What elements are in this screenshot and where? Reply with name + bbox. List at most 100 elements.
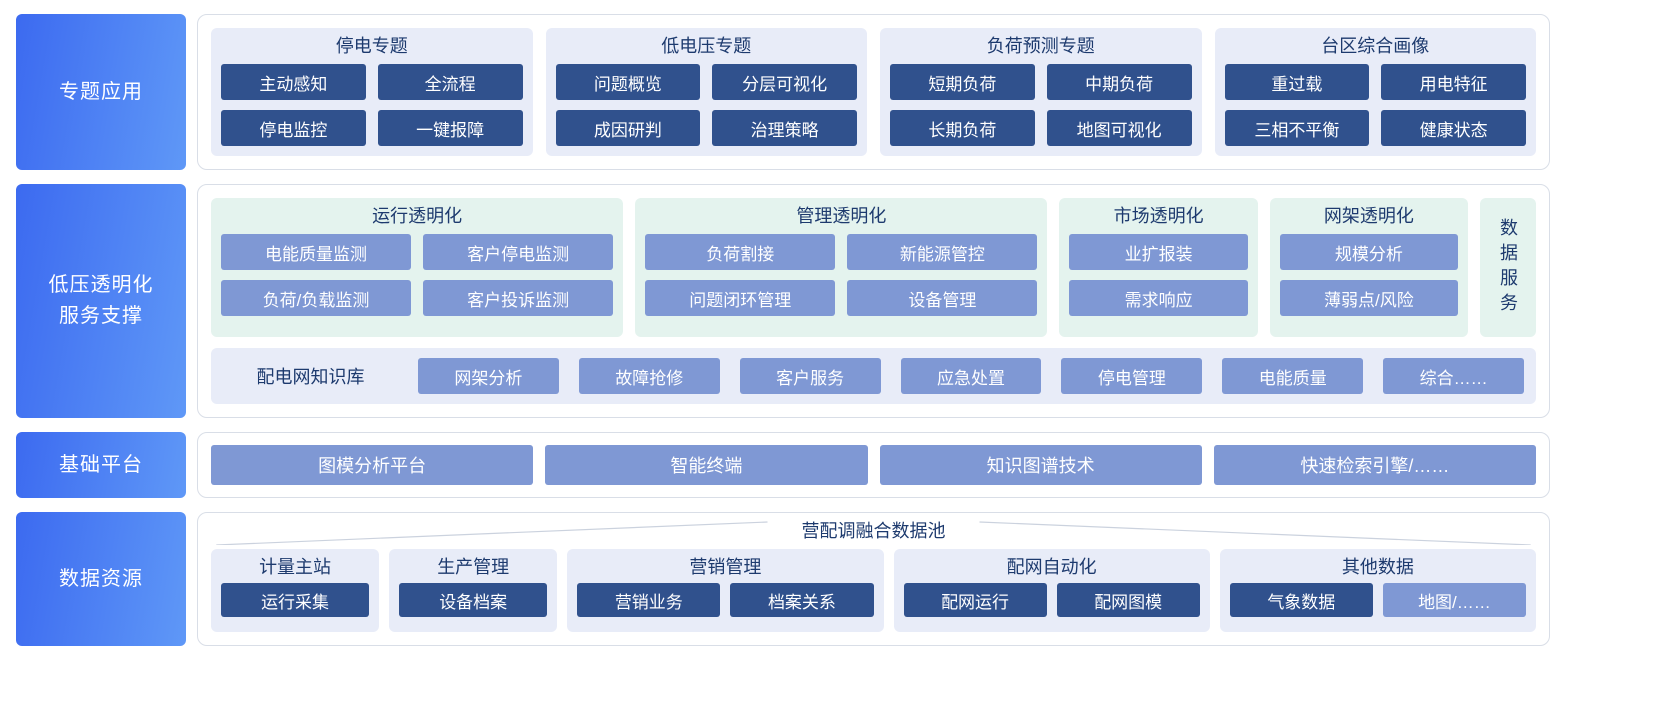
data-panel-marketing: 营销管理 营销业务 档案关系 bbox=[567, 549, 884, 632]
block-button: 客户停电监测 bbox=[423, 234, 614, 270]
data-service-panel: 数据服务 bbox=[1480, 198, 1536, 337]
block-button: 客户服务 bbox=[739, 358, 881, 394]
transparency-panel-management: 管理透明化 负荷割接 新能源管控 问题闭环管理 设备管理 bbox=[635, 198, 1048, 337]
block-button: 三相不平衡 bbox=[1224, 110, 1370, 146]
data-panel-production: 生产管理 设备档案 bbox=[389, 549, 558, 632]
panel-buttons: 配网运行 配网图模 bbox=[903, 583, 1200, 622]
platform-block: 图模分析平台 bbox=[211, 445, 534, 485]
funnel-lines bbox=[211, 519, 1536, 545]
section-platform: 图模分析平台 智能终端 知识图谱技术 快速检索引擎/…… bbox=[197, 432, 1550, 498]
block-button: 规模分析 bbox=[1279, 234, 1458, 270]
topic-panel-low-voltage: 低电压专题 问题概览 分层可视化 成因研判 治理策略 bbox=[545, 28, 867, 156]
panel-title: 营销管理 bbox=[689, 557, 762, 577]
block-button: 营销业务 bbox=[577, 583, 721, 617]
section-data-resources: 营配调融合数据池 计量主站 运行采集 生产管理 设备档案 营销管理 营销业务 档… bbox=[197, 512, 1550, 646]
block-button: 薄弱点/风险 bbox=[1279, 280, 1458, 316]
section-topic-apps: 停电专题 主动感知 全流程 停电监控 一键报障 低电压专题 问题概览 分层可视化… bbox=[197, 14, 1550, 170]
panel-buttons: 营销业务 档案关系 bbox=[577, 583, 874, 622]
block-button: 故障抢修 bbox=[578, 358, 720, 394]
block-button: 网架分析 bbox=[418, 358, 559, 394]
panel-buttons: 重过载 用电特征 三相不平衡 健康状态 bbox=[1224, 64, 1526, 146]
data-source-panels: 计量主站 运行采集 生产管理 设备档案 营销管理 营销业务 档案关系 配网 bbox=[211, 549, 1536, 632]
block-button: 需求响应 bbox=[1069, 280, 1248, 316]
panel-title: 负荷预测专题 bbox=[986, 36, 1095, 56]
block-button: 设备档案 bbox=[399, 583, 548, 617]
block-button: 成因研判 bbox=[555, 110, 701, 146]
block-button: 用电特征 bbox=[1381, 64, 1526, 100]
block-button: 电能质量 bbox=[1222, 358, 1364, 394]
panel-buttons: 业扩报装 需求响应 bbox=[1069, 234, 1248, 316]
data-panel-distribution-automation: 配网自动化 配网运行 配网图模 bbox=[893, 549, 1210, 632]
transparency-panel-grid: 网架透明化 规模分析 薄弱点/风险 bbox=[1269, 198, 1468, 337]
architecture-diagram: 专题应用 停电专题 主动感知 全流程 停电监控 一键报障 低电压专题 问题概览 … bbox=[16, 14, 1550, 646]
platform-block: 智能终端 bbox=[545, 445, 868, 485]
block-button: 设备管理 bbox=[847, 280, 1038, 316]
block-button: 电能质量监测 bbox=[221, 234, 412, 270]
transparency-panel-market: 市场透明化 业扩报装 需求响应 bbox=[1059, 198, 1258, 337]
transparency-panel-operation: 运行透明化 电能质量监测 客户停电监测 负荷/负载监测 客户投诉监测 bbox=[211, 198, 624, 337]
block-button: 停电监控 bbox=[221, 110, 366, 146]
section-transparency: 运行透明化 电能质量监测 客户停电监测 负荷/负载监测 客户投诉监测 管理透明化… bbox=[197, 184, 1550, 418]
panel-buttons: 运行采集 bbox=[221, 583, 370, 622]
data-panel-other: 其他数据 气象数据 地图/…… bbox=[1219, 549, 1536, 632]
block-button: 地图/…… bbox=[1382, 583, 1526, 617]
panel-title: 市场透明化 bbox=[1113, 206, 1204, 226]
sidebar-item-topic-apps: 专题应用 bbox=[16, 14, 186, 170]
block-button: 问题概览 bbox=[555, 64, 701, 100]
block-button: 运行采集 bbox=[221, 583, 370, 617]
block-button: 应急处置 bbox=[900, 358, 1042, 394]
panel-buttons: 短期负荷 中期负荷 长期负荷 地图可视化 bbox=[890, 64, 1192, 146]
block-button: 业扩报装 bbox=[1069, 234, 1248, 270]
block-button: 治理策略 bbox=[712, 110, 857, 146]
topic-panel-outage: 停电专题 主动感知 全流程 停电监控 一键报障 bbox=[211, 28, 533, 156]
panel-buttons: 电能质量监测 客户停电监测 负荷/负载监测 客户投诉监测 bbox=[221, 234, 614, 316]
panel-title: 低电压专题 bbox=[661, 36, 752, 56]
block-button: 负荷割接 bbox=[645, 234, 836, 270]
panel-buttons: 负荷割接 新能源管控 问题闭环管理 设备管理 bbox=[645, 234, 1038, 316]
block-button: 综合…… bbox=[1383, 358, 1525, 394]
block-button: 档案关系 bbox=[730, 583, 874, 617]
block-button: 新能源管控 bbox=[847, 234, 1038, 270]
panel-buttons: 气象数据 地图/…… bbox=[1229, 583, 1526, 622]
sidebar-item-lv-transparency: 低压透明化 服务支撑 bbox=[16, 184, 186, 418]
panel-title: 运行透明化 bbox=[372, 206, 463, 226]
block-button: 配网运行 bbox=[903, 583, 1047, 617]
data-panel-metering: 计量主站 运行采集 bbox=[211, 549, 380, 632]
sidebar-item-data-resources: 数据资源 bbox=[16, 512, 186, 646]
block-button: 健康状态 bbox=[1381, 110, 1526, 146]
block-button: 中期负荷 bbox=[1046, 64, 1192, 100]
data-pool-funnel: 营配调融合数据池 bbox=[211, 519, 1536, 545]
block-button: 主动感知 bbox=[221, 64, 366, 100]
block-button: 重过载 bbox=[1224, 64, 1370, 100]
block-button: 分层可视化 bbox=[712, 64, 857, 100]
block-button: 短期负荷 bbox=[890, 64, 1035, 100]
block-button: 客户投诉监测 bbox=[423, 280, 614, 316]
block-button: 问题闭环管理 bbox=[645, 280, 836, 316]
knowledge-base-label: 配电网知识库 bbox=[256, 367, 365, 387]
platform-block: 快速检索引擎/…… bbox=[1213, 445, 1536, 485]
block-button: 一键报障 bbox=[377, 110, 523, 146]
block-button: 配网图模 bbox=[1056, 583, 1200, 617]
block-button: 地图可视化 bbox=[1046, 110, 1192, 146]
panel-title: 台区综合画像 bbox=[1321, 36, 1430, 56]
block-button: 负荷/负载监测 bbox=[221, 280, 412, 316]
topic-panel-load-forecast: 负荷预测专题 短期负荷 中期负荷 长期负荷 地图可视化 bbox=[880, 28, 1202, 156]
panel-title: 其他数据 bbox=[1341, 557, 1414, 577]
transparency-panels: 运行透明化 电能质量监测 客户停电监测 负荷/负载监测 客户投诉监测 管理透明化… bbox=[211, 198, 1536, 337]
topic-panel-station-portrait: 台区综合画像 重过载 用电特征 三相不平衡 健康状态 bbox=[1214, 28, 1536, 156]
panel-title: 配网自动化 bbox=[1006, 557, 1097, 577]
panel-title: 计量主站 bbox=[259, 557, 332, 577]
block-button: 全流程 bbox=[377, 64, 523, 100]
data-pool-title: 营配调融合数据池 bbox=[787, 519, 960, 543]
panel-buttons: 规模分析 薄弱点/风险 bbox=[1279, 234, 1458, 316]
panel-title: 停电专题 bbox=[335, 36, 408, 56]
panel-title: 网架透明化 bbox=[1323, 206, 1414, 226]
block-button: 气象数据 bbox=[1229, 583, 1373, 617]
panel-title: 管理透明化 bbox=[796, 206, 887, 226]
knowledge-base-strip: 配电网知识库 网架分析 故障抢修 客户服务 应急处置 停电管理 电能质量 综合…… bbox=[211, 348, 1536, 404]
sidebar-item-base-platform: 基础平台 bbox=[16, 432, 186, 498]
panel-title: 生产管理 bbox=[437, 557, 510, 577]
block-button: 长期负荷 bbox=[890, 110, 1035, 146]
block-button: 停电管理 bbox=[1061, 358, 1203, 394]
panel-buttons: 设备档案 bbox=[399, 583, 548, 622]
